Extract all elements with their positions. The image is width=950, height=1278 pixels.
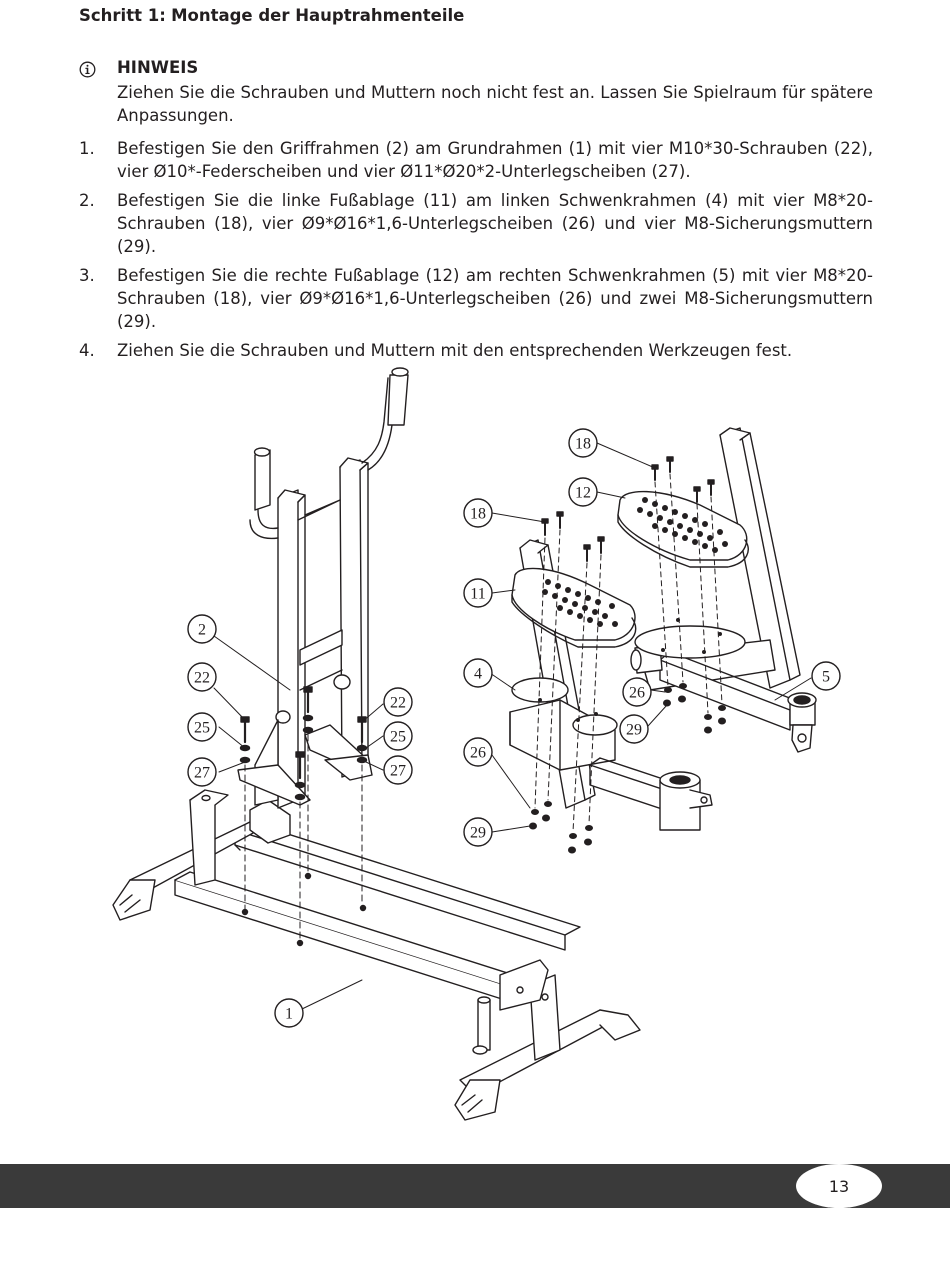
callout-27-left: 27 bbox=[194, 765, 210, 782]
notice-title: HINWEIS bbox=[117, 58, 199, 77]
step-item: 3. Befestigen Sie die rechte Fußablage (1… bbox=[79, 264, 873, 333]
step-text: Befestigen Sie den Griffrahmen (2) am Gr… bbox=[117, 139, 873, 181]
step-item: 2. Befestigen Sie die linke Fußablage (11… bbox=[79, 189, 873, 258]
callout-leaders bbox=[213, 442, 812, 1010]
callout-18-left: 18 bbox=[470, 506, 486, 523]
callout-29-left: 29 bbox=[470, 825, 486, 842]
right-fasteners-drawing bbox=[529, 456, 726, 854]
callout-circles bbox=[187, 428, 841, 1028]
section-heading: Schritt 1: Montage der Hauptrahmenteile bbox=[79, 6, 464, 25]
info-circle-icon bbox=[79, 61, 96, 78]
step-item: 1. Befestigen Sie den Griffrahmen (2) am … bbox=[79, 137, 873, 183]
pedal-11-drawing bbox=[511, 567, 637, 648]
swing-frame-right-drawing bbox=[630, 427, 817, 753]
assembly-diagram: 1 2 22 25 27 22 25 27 18 12 18 11 4 26 2… bbox=[112, 367, 841, 1121]
callout-29-right: 29 bbox=[626, 722, 642, 739]
callout-25-left: 25 bbox=[194, 720, 210, 737]
step-number: 2. bbox=[79, 191, 95, 210]
callout-22-right: 22 bbox=[390, 695, 406, 712]
callout-26-left: 26 bbox=[470, 745, 486, 762]
step-item: 4. Ziehen Sie die Schrauben und Muttern m… bbox=[79, 339, 873, 362]
left-fasteners-drawing bbox=[239, 686, 368, 941]
step-number: 3. bbox=[79, 266, 95, 285]
step-number: 4. bbox=[79, 341, 95, 360]
handle-frame-drawing bbox=[237, 367, 409, 809]
step-number: 1. bbox=[79, 139, 95, 158]
step-text: Befestigen Sie die rechte Fußablage (12)… bbox=[117, 266, 873, 331]
callout-25-right: 25 bbox=[390, 729, 406, 746]
callout-4: 4 bbox=[474, 666, 482, 683]
section-title: Montage der Hauptrahmenteile bbox=[171, 6, 465, 25]
callout-18-top: 18 bbox=[575, 436, 591, 453]
callout-12: 12 bbox=[575, 485, 591, 502]
callout-26-right: 26 bbox=[629, 685, 645, 702]
callout-1: 1 bbox=[285, 1006, 293, 1023]
callout-11: 11 bbox=[470, 586, 485, 603]
callout-5: 5 bbox=[822, 669, 830, 686]
step-text: Ziehen Sie die Schrauben und Muttern mit… bbox=[117, 341, 793, 360]
step-text: Befestigen Sie die linke Fußablage (11) … bbox=[117, 191, 873, 256]
callout-2: 2 bbox=[198, 622, 206, 639]
callout-22-left: 22 bbox=[194, 670, 210, 687]
base-frame-drawing bbox=[112, 789, 641, 1121]
assembly-steps: 1. Befestigen Sie den Griffrahmen (2) am … bbox=[79, 137, 873, 368]
step-label: Schritt 1: bbox=[79, 6, 166, 25]
pedal-12-drawing bbox=[617, 490, 749, 568]
footer-bar bbox=[0, 1164, 950, 1208]
page-number: 13 bbox=[796, 1164, 882, 1208]
callout-27-right: 27 bbox=[390, 763, 406, 780]
notice-text: Ziehen Sie die Schrauben und Muttern noc… bbox=[117, 83, 873, 125]
